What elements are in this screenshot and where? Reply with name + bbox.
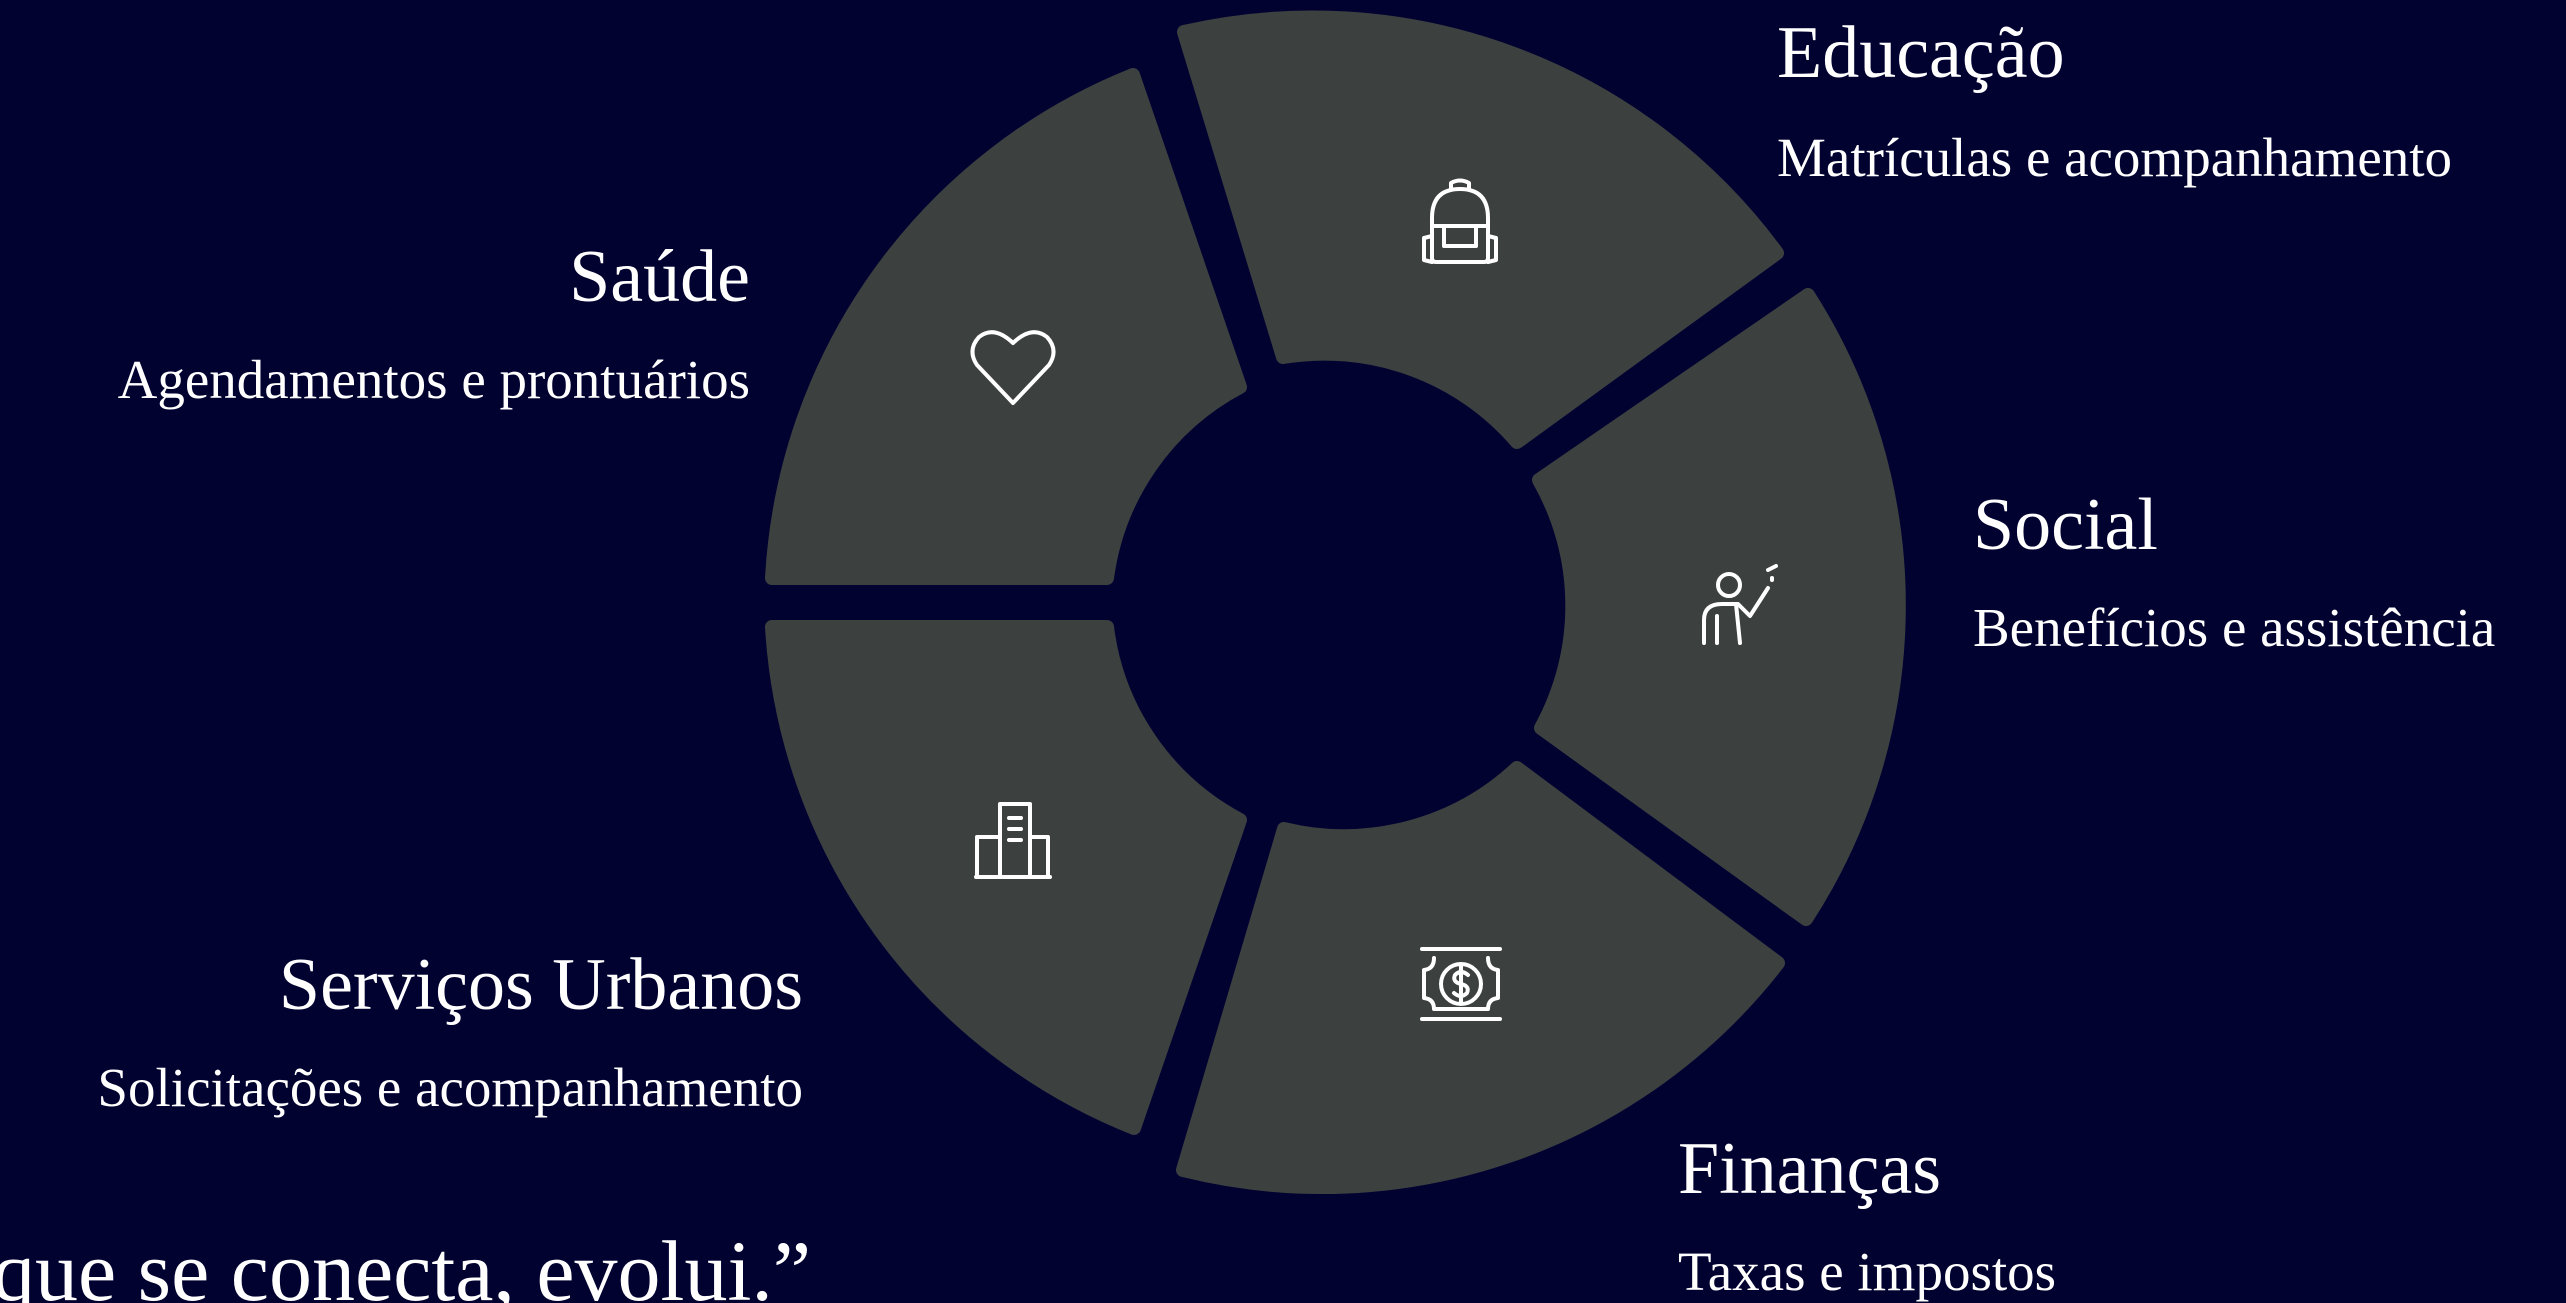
educacao-title: Educação xyxy=(1777,12,2065,94)
saude-subtitle: Agendamentos e prontuários xyxy=(117,349,750,410)
label-social: Social Benefícios e assistência xyxy=(1973,488,2495,655)
person-presenting-icon xyxy=(1702,564,1778,645)
money-bill-icon xyxy=(1420,947,1502,1021)
buildings-icon xyxy=(974,802,1052,879)
label-servicos-urbanos: Serviços Urbanos Solicitações e acompanh… xyxy=(97,948,803,1115)
saude-title: Saúde xyxy=(569,236,750,318)
financas-title: Finanças xyxy=(1678,1128,1942,1210)
label-financas: Finanças Taxas e impostos xyxy=(1678,1132,2056,1299)
social-subtitle: Benefícios e assistência xyxy=(1973,597,2496,658)
servicos-urbanos-subtitle: Solicitações e acompanhamento xyxy=(97,1057,803,1118)
educacao-subtitle: Matrículas e acompanhamento xyxy=(1777,127,2453,188)
segment-educacao[interactable] xyxy=(1177,10,1784,449)
label-saude: Saúde Agendamentos e prontuários xyxy=(118,240,750,407)
segment-saude[interactable] xyxy=(765,68,1247,585)
social-title: Social xyxy=(1973,484,2158,566)
segment-social[interactable] xyxy=(1532,288,1906,926)
label-educacao: Educação Matrículas e acompanhamento xyxy=(1777,16,2452,185)
footer-quote: que se conecta, evolui.” xyxy=(0,1223,812,1303)
financas-subtitle: Taxas e impostos xyxy=(1678,1241,2057,1302)
heart-icon xyxy=(970,330,1056,405)
backpack-icon xyxy=(1422,178,1498,264)
servicos-urbanos-title: Serviços Urbanos xyxy=(278,944,803,1026)
